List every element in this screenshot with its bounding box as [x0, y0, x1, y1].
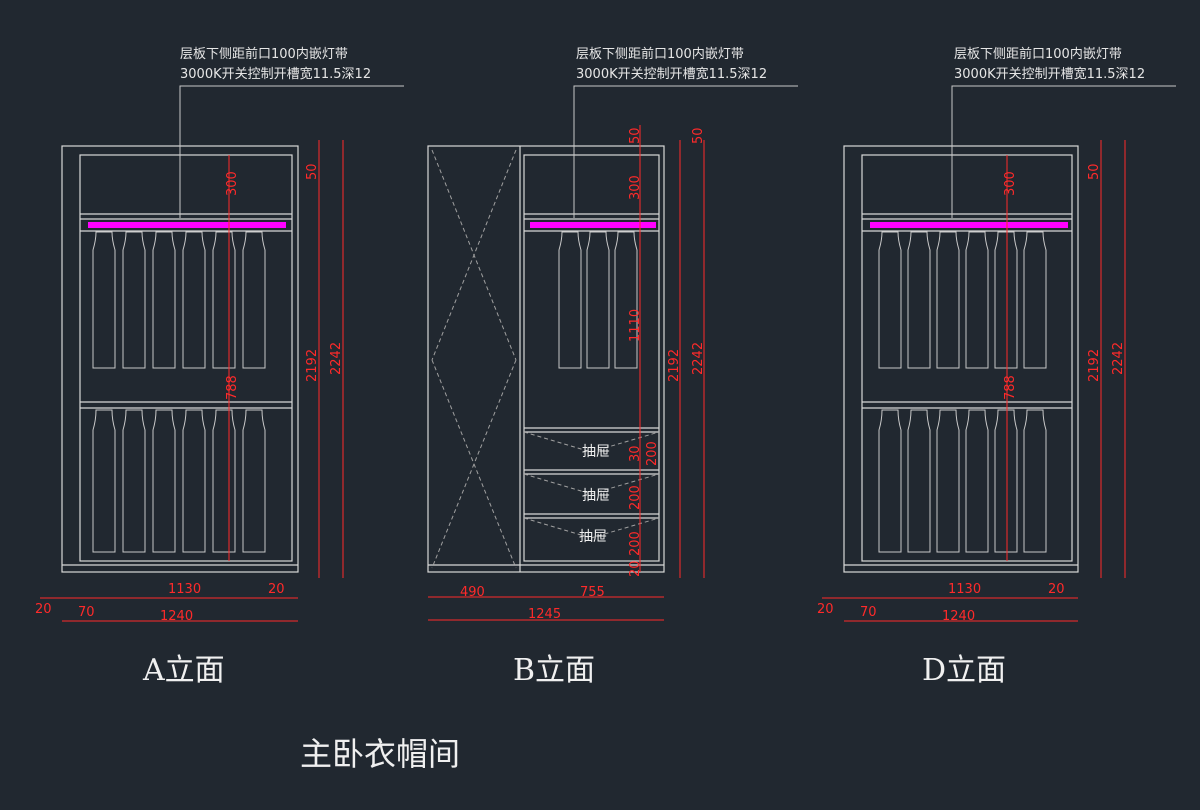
dim-drawer-top-b: 200 [645, 441, 660, 466]
garment-icon [182, 409, 206, 553]
led-strip-d [870, 222, 1068, 228]
drawer-label-low: 抽屉 [579, 529, 607, 545]
dim-offset-a: 70 [78, 605, 95, 620]
hanging-clothes-upper-a [92, 231, 266, 369]
garment-icon [936, 231, 960, 369]
note-leader-d [951, 85, 1176, 218]
note-leader-a [179, 85, 404, 218]
dim-left-side-a: 20 [35, 602, 52, 617]
dimension-lines-d [822, 140, 1126, 622]
dim-top-a-b: 50 [628, 127, 643, 144]
note-line2-d: 3000K开关控制开槽宽11.5深12 [954, 66, 1145, 82]
garment-icon [1023, 409, 1047, 553]
hanging-clothes-lower-d [878, 409, 1047, 553]
drawer-chevrons-b [523, 431, 660, 539]
garment-icon [122, 409, 146, 553]
hanging-clothes-lower-a [92, 409, 266, 553]
dim-offset-d: 70 [860, 605, 877, 620]
dim-shelf-a: 300 [225, 171, 240, 196]
garment-icon [936, 409, 960, 553]
garment-icon [558, 231, 582, 369]
dim-top-d: 50 [1087, 163, 1102, 180]
garment-icon [92, 409, 116, 553]
garment-icon [614, 231, 638, 369]
dim-total-h-d: 2242 [1111, 342, 1126, 375]
led-strip-b [530, 222, 656, 228]
elevation-d: 层板下侧距前口100内嵌灯带 3000K开关控制开槽宽11.5深12 300 7… [817, 46, 1176, 688]
dim-left-w-b: 490 [460, 585, 485, 600]
elevation-b: 抽屉 抽屉 抽屉 层板下侧距前口100内嵌灯带 3000K开关控制开槽宽11.5… [427, 46, 798, 688]
dim-drawer-mid-b: 200 [628, 485, 643, 510]
drawing-main-title: 主卧衣帽间 [300, 735, 460, 773]
garment-icon [242, 231, 266, 369]
dim-rod-d: 788 [1003, 375, 1018, 400]
garment-icon [242, 409, 266, 553]
wardrobe-frame-d [843, 145, 1079, 573]
dim-total-w-a: 1240 [160, 609, 193, 624]
garment-icon [965, 409, 989, 553]
garment-icon [965, 231, 989, 369]
dimension-lines-a [40, 140, 344, 622]
garment-icon [1023, 231, 1047, 369]
garment-icon [907, 231, 931, 369]
garment-icon [212, 231, 236, 369]
dimension-lines-b [428, 125, 705, 621]
dim-right-w-b: 755 [580, 585, 605, 600]
dim-drawer-low-b: 200 [628, 531, 643, 556]
dim-inner-w-a: 1130 [168, 582, 201, 597]
dim-top-a: 50 [305, 163, 320, 180]
garment-icon [994, 409, 1018, 553]
dim-inner-h-d: 2192 [1087, 349, 1102, 382]
hanging-clothes-upper-d [878, 231, 1047, 369]
dim-shelf-b: 300 [628, 175, 643, 200]
garment-icon [878, 231, 902, 369]
dim-total-h-b: 2242 [691, 342, 706, 375]
garment-icon [152, 231, 176, 369]
garment-icon [152, 409, 176, 553]
elevation-title-d: D立面 [922, 653, 1006, 688]
garment-icon [994, 231, 1018, 369]
garment-icon [122, 231, 146, 369]
dim-base-b: 20 [628, 560, 643, 577]
note-line1-a: 层板下侧距前口100内嵌灯带 [180, 46, 348, 62]
hanging-clothes-b [558, 231, 638, 369]
dim-side-a: 20 [268, 582, 285, 597]
wardrobe-frame-b [427, 145, 665, 573]
garment-icon [212, 409, 236, 553]
led-strip-a [88, 222, 286, 228]
note-line1-d: 层板下侧距前口100内嵌灯带 [954, 46, 1122, 62]
dim-gap-b: 30 [628, 445, 643, 462]
dim-top-b-b: 50 [691, 127, 706, 144]
dim-shelf-d: 300 [1003, 171, 1018, 196]
garment-icon [92, 231, 116, 369]
elevation-a: 层板下侧距前口100内嵌灯带 3000K开关控制开槽宽11.5深12 300 7… [35, 46, 404, 688]
garment-icon [182, 231, 206, 369]
dim-inner-h-b: 2192 [667, 349, 682, 382]
dim-side-d: 20 [1048, 582, 1065, 597]
garment-icon [907, 409, 931, 553]
note-line2-b: 3000K开关控制开槽宽11.5深12 [576, 66, 767, 82]
note-line2-a: 3000K开关控制开槽宽11.5深12 [180, 66, 371, 82]
dim-total-h-a: 2242 [329, 342, 344, 375]
note-leader-b [573, 85, 798, 218]
dim-total-w-d: 1240 [942, 609, 975, 624]
dim-inner-h-a: 2192 [305, 349, 320, 382]
dim-inner-w-d: 1130 [948, 582, 981, 597]
drawer-label-top: 抽屉 [582, 444, 610, 460]
elevation-title-b: B立面 [513, 653, 595, 688]
garment-icon [586, 231, 610, 369]
dim-total-w-b: 1245 [528, 607, 561, 622]
elevation-title-a: A立面 [142, 653, 225, 688]
dim-rod-a: 788 [225, 375, 240, 400]
note-line1-b: 层板下侧距前口100内嵌灯带 [576, 46, 744, 62]
dim-left-side-d: 20 [817, 602, 834, 617]
garment-icon [878, 409, 902, 553]
dim-hang-b: 1110 [628, 309, 643, 342]
door-swing-marks-b [431, 149, 517, 569]
drawer-label-mid: 抽屉 [582, 488, 610, 504]
